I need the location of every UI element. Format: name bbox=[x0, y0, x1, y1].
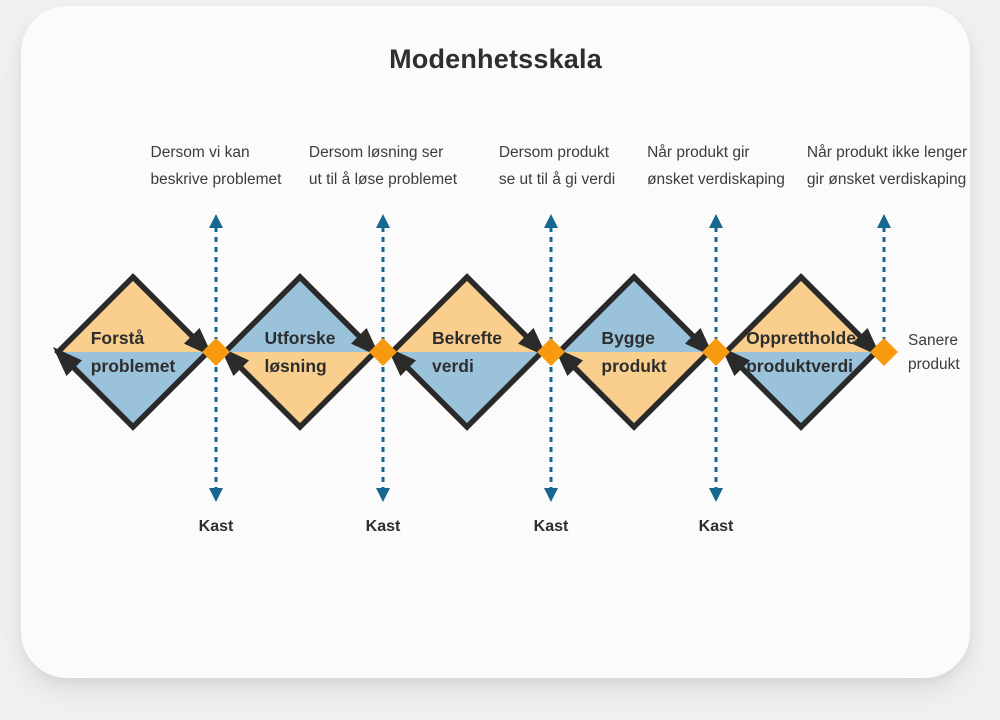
annotation-line2: ønsket verdiskaping bbox=[647, 171, 785, 188]
diamond-bottom-half bbox=[58, 352, 208, 427]
gate-annotation: Når produkt gir ønsket verdiskaping bbox=[647, 139, 785, 193]
gate-marker-icon bbox=[702, 338, 730, 366]
diamond-top-half bbox=[58, 277, 208, 352]
stage-label-line1: Bekrefte bbox=[431, 328, 503, 348]
stage-label-line2: verdi bbox=[431, 356, 474, 376]
diamond-bottom-half bbox=[392, 352, 542, 427]
stage-label-line1: Utforske bbox=[264, 328, 336, 348]
discard-label: Kast bbox=[365, 518, 401, 535]
discard-label: Kast bbox=[698, 518, 734, 535]
diamond-outline bbox=[221, 273, 379, 431]
annotation-line1: Når produkt ikke lenger bbox=[806, 144, 968, 161]
stage-label-bygge-produkt: Bygge produkt bbox=[601, 324, 666, 380]
diamond-outline bbox=[722, 273, 880, 431]
diamond-top-half bbox=[392, 277, 542, 352]
stage-label-line2: produktverdi bbox=[746, 356, 854, 376]
annotation-line1: Når produkt gir bbox=[647, 144, 750, 161]
gate-marker-icon bbox=[870, 338, 898, 366]
annotation-line2: ut til å løse problemet bbox=[308, 171, 458, 188]
annotation-line2: gir ønsket verdiskaping bbox=[806, 171, 967, 188]
end-label-line1: Sanere bbox=[908, 332, 958, 349]
orange-diamond-icon bbox=[202, 338, 230, 366]
stage-diamond bbox=[53, 273, 213, 431]
annotation-line2: beskrive problemet bbox=[150, 171, 282, 188]
annotation-line1: Dersom løsning ser bbox=[308, 144, 444, 161]
arrow-down-icon bbox=[209, 488, 223, 502]
arrow-back-icon bbox=[721, 347, 750, 376]
stage-label-line1: Opprettholde bbox=[746, 328, 856, 348]
diamond-top-half bbox=[726, 277, 876, 352]
arrow-back-icon bbox=[53, 347, 82, 376]
arrow-down-icon bbox=[376, 488, 390, 502]
arrow-up-icon bbox=[544, 214, 558, 228]
gate-annotation: Dersom produkt se ut til å gi verdi bbox=[499, 139, 615, 193]
gate-annotation: Når produkt ikke lenger gir ønsket verdi… bbox=[807, 139, 967, 193]
end-label-line2: produkt bbox=[908, 356, 960, 373]
gate-marker-icon bbox=[537, 338, 565, 366]
discard-label: Kast bbox=[198, 518, 234, 535]
annotation-line1: Dersom vi kan bbox=[150, 144, 250, 161]
diamond-top-half bbox=[225, 277, 375, 352]
stage-label-opprettholde-produktverdi: Opprettholde produktverdi bbox=[746, 324, 856, 380]
diamond-bottom-half bbox=[225, 352, 375, 427]
annotation-line1: Dersom produkt bbox=[498, 144, 610, 161]
diamond-bottom-half bbox=[726, 352, 876, 427]
diagram-title: Modenhetsskala bbox=[389, 44, 602, 74]
stage-label-line1: Forstå bbox=[90, 328, 145, 348]
gate-marker-icon bbox=[202, 338, 230, 366]
stage-diamond bbox=[387, 273, 547, 431]
arrow-up-icon bbox=[709, 214, 723, 228]
stage-label-forsta-problemet: Forstå problemet bbox=[91, 324, 176, 380]
stage-diamond bbox=[554, 273, 714, 431]
arrow-down-icon bbox=[544, 488, 558, 502]
diamond-bottom-half bbox=[559, 352, 709, 427]
end-label-sanere-produkt: Sanere produkt bbox=[908, 329, 960, 377]
stage-label-line2: problemet bbox=[90, 356, 176, 376]
orange-diamond-icon bbox=[369, 338, 397, 366]
arrow-up-icon bbox=[209, 214, 223, 228]
diamond-outline bbox=[555, 273, 713, 431]
gate-annotation: Dersom løsning ser ut til å løse problem… bbox=[309, 139, 457, 193]
orange-diamond-icon bbox=[537, 338, 565, 366]
arrow-down-icon bbox=[709, 488, 723, 502]
gate-marker-icon bbox=[369, 338, 397, 366]
stage-label-line2: produkt bbox=[601, 356, 667, 376]
orange-diamond-icon bbox=[870, 338, 898, 366]
decision-dashed-line bbox=[877, 214, 891, 352]
diamond-outline bbox=[54, 273, 212, 431]
gate-annotation: Dersom vi kan beskrive problemet bbox=[151, 139, 282, 193]
stage-label-bekrefte-verdi: Bekrefte verdi bbox=[432, 324, 502, 380]
stage-label-line1: Bygge bbox=[601, 328, 655, 348]
orange-diamond-icon bbox=[702, 338, 730, 366]
stage-label-line2: løsning bbox=[264, 356, 327, 376]
discard-label: Kast bbox=[533, 518, 569, 535]
diamond-outline bbox=[388, 273, 546, 431]
arrow-up-icon bbox=[877, 214, 891, 228]
arrow-up-icon bbox=[376, 214, 390, 228]
stage-label-utforske-losning: Utforske løsning bbox=[265, 324, 336, 380]
annotation-line2: se ut til å gi verdi bbox=[498, 171, 616, 188]
diamond-top-half bbox=[559, 277, 709, 352]
